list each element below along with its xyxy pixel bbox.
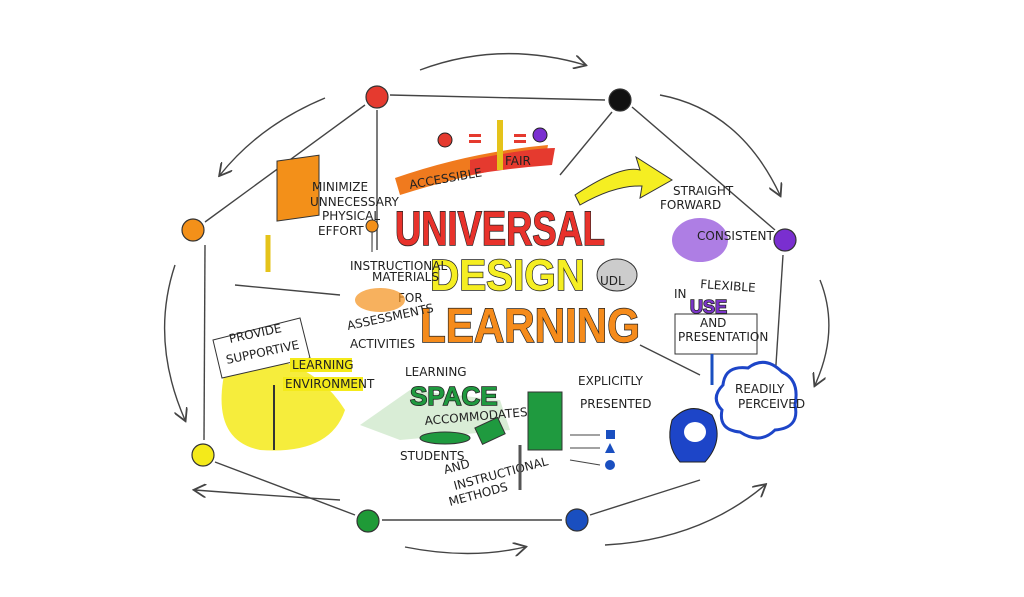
label-and-methods: AND [442,457,471,477]
triangle-shape-icon [605,443,615,453]
banner-fair: FAIR [505,154,531,168]
node-yellow [191,443,215,467]
label-instructional: INSTRUCTIONAL [350,259,447,273]
circle-shape-icon [605,460,615,470]
label-consistent: CONSISTENT [697,229,774,243]
label-flexible: FLEXIBLE [700,277,756,295]
readily-perceived-cloud: READILY PERCEIVED [714,360,805,440]
table-icon [419,431,471,445]
label-students: STUDENTS [400,449,464,463]
forward-arrow-icon [574,155,673,206]
down-arrow-icon [292,182,308,200]
title-learning: LEARNING [420,300,640,353]
person-red-icon [437,132,453,148]
title-design: DESIGN [430,251,585,300]
label-in: IN [674,287,687,301]
connector-lines [203,94,784,521]
explicitly-presented-group: EXPLICITLY PRESENTED [569,374,718,470]
minimize-effort-group: MINIMIZE UNNECESSARY PHYSICAL EFFORT [265,154,400,272]
label-straight: STRAIGHT [673,184,734,198]
node-green [356,509,380,533]
label-minimize: MINIMIZE [312,180,368,194]
label-presentation: PRESENTATION [678,330,768,344]
label-physical: PHYSICAL [322,209,380,223]
supportive-environment-group: PROVIDE SUPPORTIVE LEARNING ENVIRONMENT [212,317,375,451]
straight-forward-group: STRAIGHT FORWARD CONSISTENT UDL [596,184,774,292]
label-and: AND [700,316,726,330]
label-udl: UDL [600,274,625,288]
laptop-icon [474,416,506,445]
udl-character-icon [596,258,638,292]
flexible-use-group: IN FLEXIBLE USE AND PRESENTATION [674,277,768,385]
label-presented: PRESENTED [580,397,651,411]
cycle-nodes [181,85,797,533]
node-purple [773,228,797,252]
label-forward: FORWARD [660,198,721,212]
location-pin-icon [365,219,379,253]
node-blue [565,508,589,532]
purple-swirl-icon [672,218,728,262]
label-effort: EFFORT [318,224,364,238]
label-use: USE [690,297,727,317]
main-title: UNIVERSAL DESIGN FOR LEARNING [394,202,641,354]
label-space: SPACE [410,381,498,411]
label-readily: READILY [735,382,785,396]
node-red [365,85,389,109]
learning-space-group: LEARNING SPACE ACCOMMODATES STUDENTS AND… [360,365,563,509]
node-orange [181,218,205,242]
square-shape-icon [606,430,615,439]
label-learning-space: LEARNING [405,365,467,379]
presentation-board-icon [674,313,758,355]
ear-screen-icon [527,391,563,451]
label-learning-env: LEARNING [292,358,354,372]
label-materials: MATERIALS [372,270,439,284]
node-black [608,88,632,112]
label-explicitly: EXPLICITLY [578,374,644,388]
accessible-fair-banner: ACCESSIBLE FAIR [395,120,555,195]
title-universal: UNIVERSAL [395,203,605,256]
label-perceived: PERCEIVED [738,397,805,411]
label-environment: ENVIRONMENT [285,377,375,391]
thought-cloud-icon [714,360,798,440]
brick-wall-icon [276,154,320,222]
label-activities: ACTIVITIES [350,337,415,351]
person-purple-icon [532,127,548,143]
label-unnecessary: UNNECESSARY [310,195,400,209]
cycle-arrows [163,52,830,554]
